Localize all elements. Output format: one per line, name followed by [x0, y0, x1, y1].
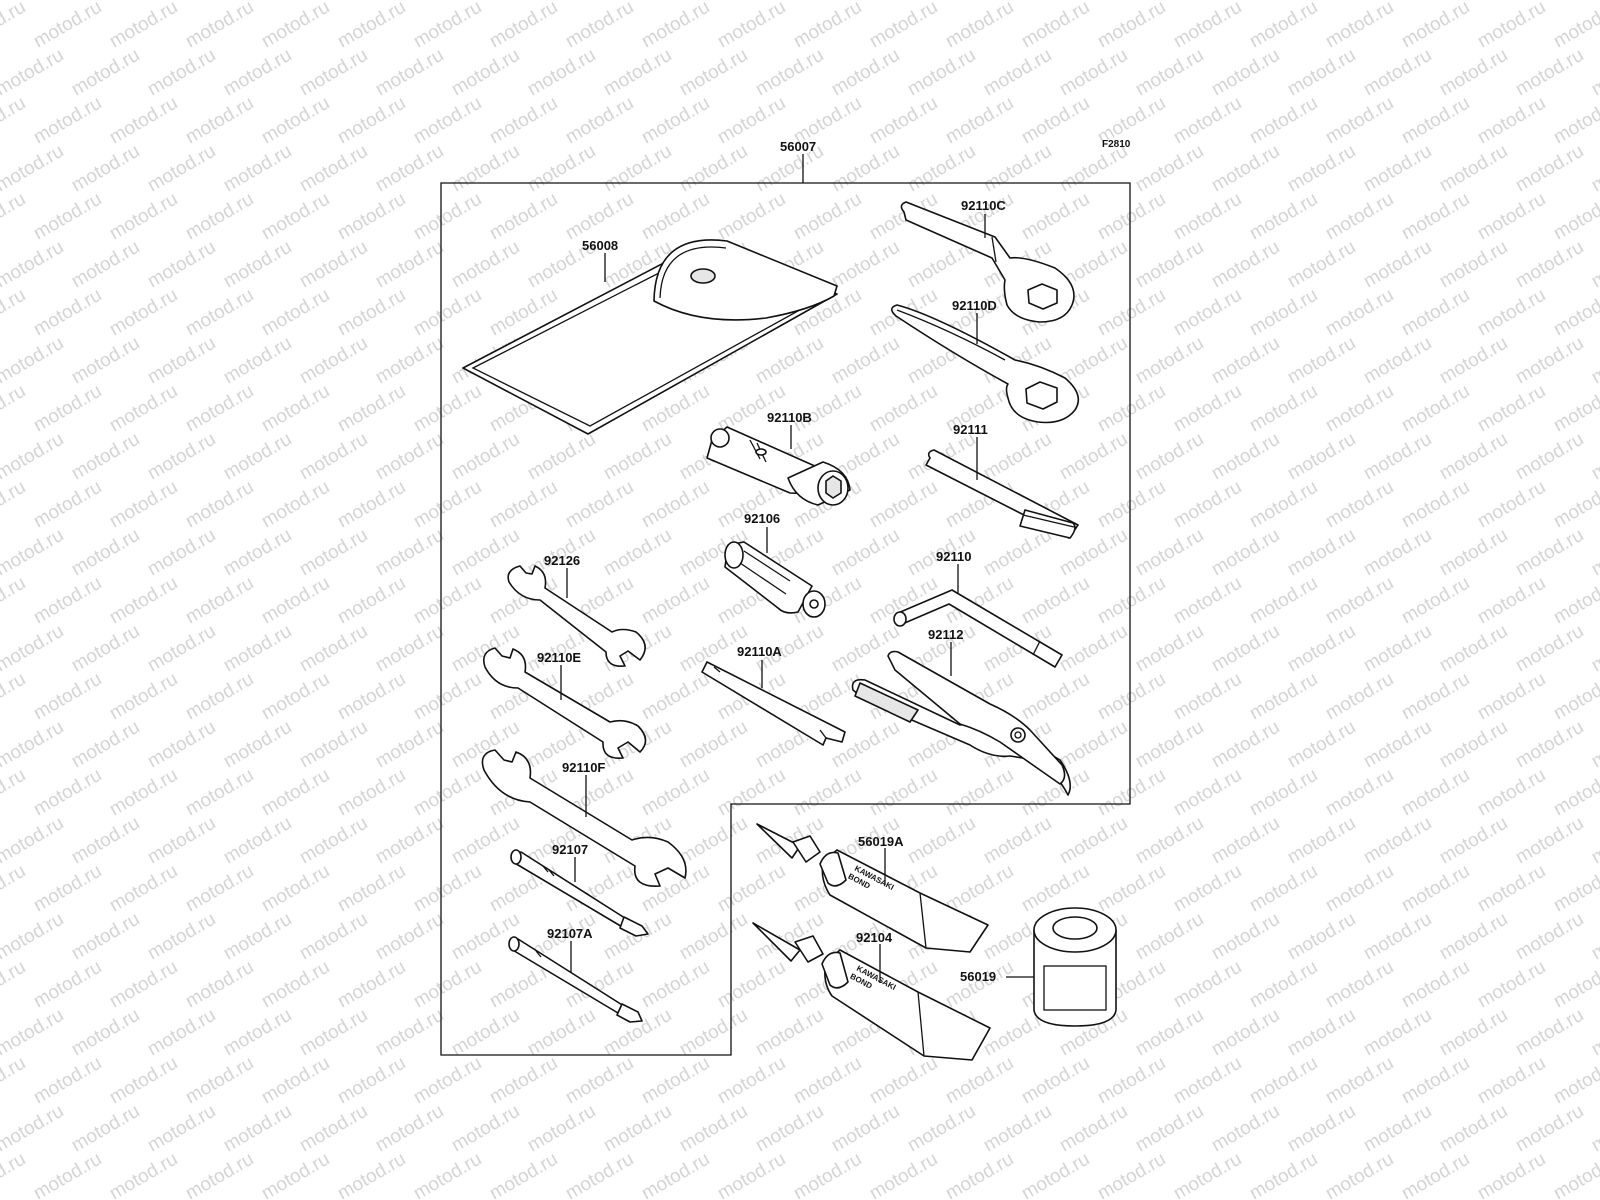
open-wrench-92110e [482, 647, 647, 759]
open-wrench-92126 [507, 565, 646, 668]
part-label-56007[interactable]: 56007 [780, 139, 816, 154]
screwdriver-92107a [508, 936, 643, 1023]
part-label-56019[interactable]: 56019 [960, 969, 996, 984]
hex-key-92110 [893, 589, 1063, 668]
tool-pouch [462, 239, 838, 435]
part-label-92107a[interactable]: 92107A [547, 926, 593, 941]
socket-tool-92110b [706, 426, 851, 506]
part-label-92107[interactable]: 92107 [552, 842, 588, 857]
part-label-92110f[interactable]: 92110F [562, 760, 605, 775]
box-wrench-92110d [890, 304, 1080, 424]
part-label-92126[interactable]: 92126 [544, 553, 580, 568]
part-label-92110[interactable]: 92110 [936, 549, 971, 564]
box-wrench-92110c [900, 201, 1075, 323]
bond-tube-56019a [756, 823, 989, 953]
part-label-92112[interactable]: 92112 [928, 627, 963, 642]
grease-can-56019 [1033, 907, 1117, 1027]
part-label-92110c[interactable]: 92110C [961, 198, 1006, 213]
part-label-92110e[interactable]: 92110E [537, 650, 581, 665]
part-label-92110a[interactable]: 92110A [737, 644, 782, 659]
tool-kit-outline [440, 182, 1131, 1056]
part-label-92104[interactable]: 92104 [856, 930, 893, 945]
extension-bar-92111 [925, 449, 1079, 539]
open-wrench-92110f [481, 749, 687, 887]
pliers-92112 [851, 650, 1071, 796]
flat-wrench-92110a [701, 661, 846, 746]
plug-wrench-92106 [724, 541, 826, 618]
part-label-92110d[interactable]: 92110D [952, 298, 997, 313]
figure-code: F2810 [1102, 139, 1131, 150]
part-label-92111[interactable]: 92111 [953, 422, 988, 437]
part-label-92110b[interactable]: 92110B [767, 410, 812, 425]
bond-tube-92104 [752, 922, 991, 1061]
screwdriver-92107 [510, 849, 649, 937]
part-label-92106[interactable]: 92106 [744, 511, 780, 526]
part-label-56019a[interactable]: 56019A [858, 834, 904, 849]
part-label-56008[interactable]: 56008 [582, 238, 618, 253]
